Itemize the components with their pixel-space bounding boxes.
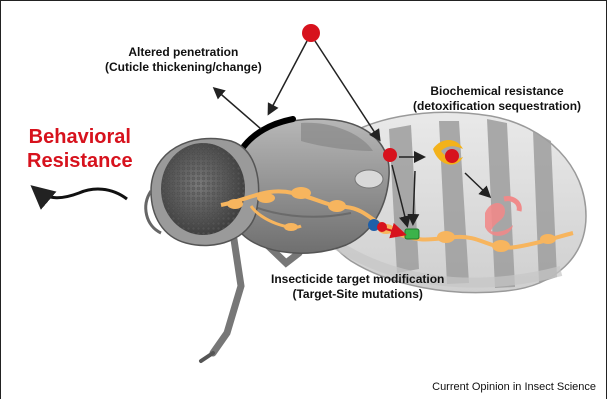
- label-behavioral-line2: Resistance: [27, 149, 133, 173]
- source-credit: Current Opinion in Insect Science: [432, 381, 596, 393]
- behavioral-arrow: [35, 189, 127, 199]
- label-behavioral-resistance: Behavioral Resistance: [27, 125, 133, 173]
- insecticide-droplet-abdomen: [383, 148, 397, 162]
- label-target-modification: Insecticide target modification (Target-…: [271, 272, 444, 302]
- label-penetration-title: Altered penetration: [105, 45, 262, 60]
- fly-head: [146, 138, 259, 245]
- label-biochemical-resistance: Biochemical resistance (detoxification s…: [413, 84, 581, 114]
- label-penetration-subtitle: (Cuticle thickening/change): [105, 60, 262, 75]
- insecticide-droplet-top: [302, 24, 320, 42]
- wing-base: [355, 170, 383, 188]
- label-target-subtitle: (Target-Site mutations): [271, 287, 444, 302]
- label-target-title: Insecticide target modification: [271, 272, 444, 287]
- label-biochemical-subtitle: (detoxification sequestration): [413, 99, 581, 114]
- label-altered-penetration: Altered penetration (Cuticle thickening/…: [105, 45, 262, 75]
- label-biochemical-title: Biochemical resistance: [413, 84, 581, 99]
- label-behavioral-line1: Behavioral: [27, 125, 133, 149]
- fly-foot: [201, 353, 213, 361]
